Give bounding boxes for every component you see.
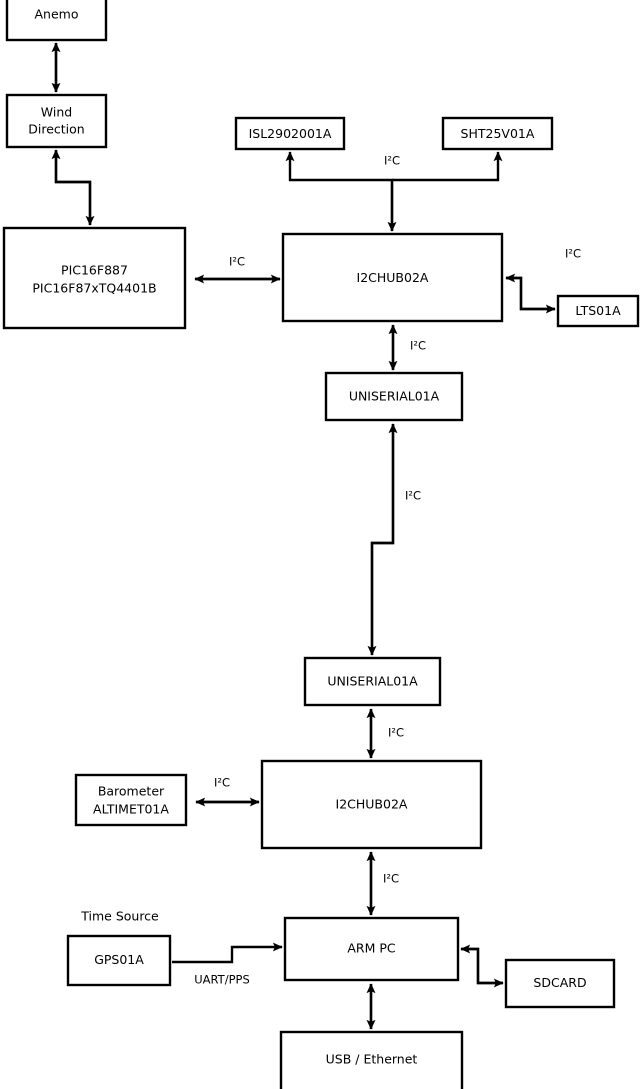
node-usb-ethernet-label: USB / Ethernet	[326, 1052, 418, 1067]
edge-label-uart-pps: UART/PPS	[194, 973, 250, 987]
edge-label-i2c-uniserial-hub: I²C	[388, 726, 404, 740]
node-wind-direction[interactable]: Wind Direction	[5, 93, 108, 149]
node-pic-microcontroller[interactable]: PIC16F887 PIC16F87xTQ4401B	[2, 226, 187, 330]
node-uniserial01a-lower[interactable]: UNISERIAL01A	[303, 656, 442, 707]
node-pic-label-line2: PIC16F87xTQ4401B	[32, 281, 156, 296]
node-wind-direction-label-line1: Wind	[41, 105, 72, 120]
edge-label-i2c-hub-lts: I²C	[565, 247, 581, 261]
node-barometer-label-line1: Barometer	[98, 784, 165, 799]
connection-hub-top-lts	[505, 273, 556, 314]
edge-label-i2c-hub-uniserial: I²C	[410, 339, 426, 353]
connection-uniserial-link	[367, 423, 398, 656]
connection-armpc-sdcard	[460, 944, 504, 988]
edge-label-i2c-hub-sensors: I²C	[384, 154, 400, 168]
node-uniserial01a-upper[interactable]: UNISERIAL01A	[324, 371, 464, 422]
node-sht25v01a[interactable]: SHT25V01A	[441, 116, 554, 151]
node-i2chub02a-bottom[interactable]: I2CHUB02A	[260, 759, 483, 850]
node-i2chub02a-top-label: I2CHUB02A	[357, 270, 429, 285]
node-i2chub02a-bottom-label: I2CHUB02A	[336, 797, 408, 812]
node-usb-ethernet[interactable]: USB / Ethernet	[279, 1030, 464, 1089]
connections-layer	[51, 42, 556, 1030]
node-gps01a[interactable]: GPS01A	[66, 934, 172, 987]
node-barometer-altimet01a[interactable]: Barometer ALTIMET01A	[74, 773, 188, 827]
node-anemo[interactable]: Anemo	[5, 0, 108, 42]
node-sht25v01a-label: SHT25V01A	[461, 126, 535, 141]
node-uniserial01a-upper-label: UNISERIAL01A	[349, 389, 440, 404]
node-pic-label-line1: PIC16F887	[61, 263, 128, 278]
node-sdcard-label: SDCARD	[533, 975, 586, 990]
node-isl2902001a-label: ISL2902001A	[249, 126, 332, 141]
edge-labels-layer: I²C I²C I²C I²C I²C I²C I²C I²C UART/PPS	[194, 154, 581, 987]
node-sdcard[interactable]: SDCARD	[504, 958, 616, 1009]
connection-gps-armpc	[172, 942, 283, 964]
label-time-source: Time Source	[80, 909, 159, 924]
edge-label-i2c-uniserial-link: I²C	[405, 489, 421, 503]
node-wind-direction-label-line2: Direction	[28, 122, 84, 137]
node-barometer-label-line2: ALTIMET01A	[93, 802, 169, 817]
node-anemo-label: Anemo	[35, 7, 79, 22]
node-i2chub02a-top[interactable]: I2CHUB02A	[281, 232, 504, 323]
connection-hub-top-sensors	[285, 151, 503, 232]
node-arm-pc-label: ARM PC	[347, 941, 396, 956]
node-lts01a-label: LTS01A	[575, 303, 621, 318]
node-gps01a-label: GPS01A	[94, 952, 144, 967]
node-lts01a[interactable]: LTS01A	[556, 294, 640, 328]
connection-winddir-pic	[51, 149, 95, 226]
edge-label-i2c-pic-hub: I²C	[229, 255, 245, 269]
node-uniserial01a-lower-label: UNISERIAL01A	[327, 674, 418, 689]
edge-label-i2c-hub-armpc: I²C	[383, 872, 399, 886]
node-arm-pc[interactable]: ARM PC	[283, 916, 460, 982]
edge-label-i2c-barometer-hub: I²C	[214, 776, 230, 790]
free-labels-layer: Time Source	[80, 909, 159, 924]
node-isl2902001a[interactable]: ISL2902001A	[234, 116, 346, 151]
